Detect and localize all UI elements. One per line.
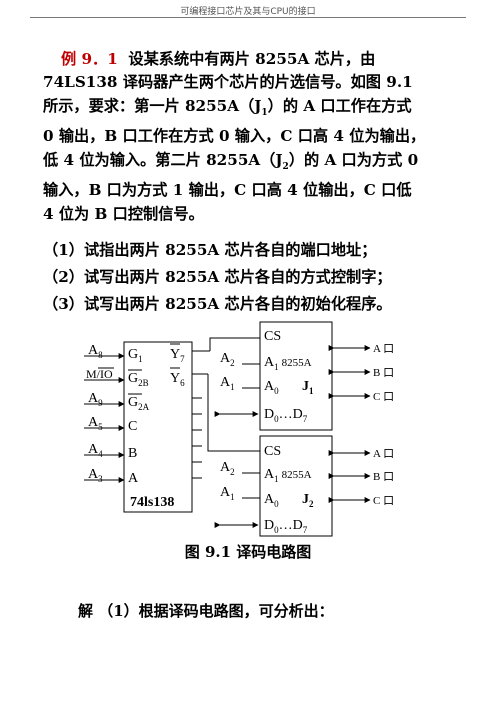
example-line-5b: ）的 A 口为方式 0: [288, 150, 419, 169]
example-line-3a: 所示，要求：第一片 8255A（J: [43, 96, 262, 115]
chip1-id: J1: [302, 379, 314, 396]
example-line-4: 0 输出，B 口工作在方式 0 输入，C 口高 4 位为输出，: [43, 127, 426, 146]
example-line-5a: 低 4 位为输入。第二片 8255A（J: [43, 150, 283, 169]
header-rule: [30, 17, 466, 18]
question-1: （1）试指出两片 8255A 芯片各自的端口地址；: [43, 241, 377, 259]
pin-g2a: G2A: [128, 395, 150, 412]
sig-a3: A3: [88, 467, 103, 484]
chip1-port-c: C 口: [373, 391, 394, 403]
chip1-box: [259, 321, 333, 431]
pin-b: B: [128, 446, 137, 461]
example-line-1: 设某系统中有两片 8255A 芯片，由: [128, 50, 376, 68]
example-line-3b: ）的 A 口工作在方式: [267, 96, 412, 115]
chip1-port-b: B 口: [373, 367, 394, 379]
pin-a: A: [128, 471, 139, 486]
question-3: （3）试写出两片 8255A 芯片各自的初始化程序。: [43, 295, 392, 313]
chip1-cs: CS: [264, 329, 281, 344]
chip2-id: J2: [302, 492, 314, 509]
chip1-ext-a2: A2: [220, 351, 235, 368]
j1-subscript: 1: [261, 107, 268, 118]
pin-y7: Y7: [170, 347, 185, 364]
j2-subscript: 2: [282, 161, 289, 172]
sig-mio: M/IO: [86, 367, 113, 381]
chip2-a0: A0: [264, 492, 279, 509]
chip2-box: [259, 435, 333, 537]
pin-c: C: [128, 419, 137, 434]
chip1-data: D0…D7: [264, 407, 308, 424]
decoder-circuit-diagram: A8 M/IO A9 A5 A4 A3 G1 G2B G2A C B A Y7 …: [84, 321, 394, 537]
chip1-port-a: A 口: [373, 343, 394, 355]
example-line-6: 输入，B 口为方式 1 输出，C 口高 4 位输出，C 口低: [43, 181, 412, 200]
example-line-7: 4 位为 B 口控制信号。: [43, 204, 204, 223]
chip1-ext-a1: A1: [220, 375, 235, 392]
pin-g1: G1: [128, 347, 143, 364]
decoder-name: 74ls138: [130, 495, 174, 510]
chip1-a0: A0: [264, 379, 279, 396]
chip2-port-c: C 口: [373, 495, 394, 507]
chip2-data: D0…D7: [264, 518, 308, 535]
chip2-ext-a2: A2: [220, 460, 235, 477]
page-header: 可编程接口芯片及其与CPU的接口: [180, 7, 316, 17]
chip2-cs: CS: [264, 444, 281, 459]
pin-g2b: G2B: [128, 371, 149, 388]
example-line-2: 74LS138 译码器产生两个芯片的片选信号。如图 9.1: [43, 73, 413, 92]
sig-a5: A5: [88, 415, 103, 432]
example-paragraph: 例 9．1 设某系统中有两片 8255A 芯片，由 74LS138 译码器产生两…: [43, 48, 455, 226]
question-2: （2）试写出两片 8255A 芯片各自的方式控制字；: [43, 268, 392, 286]
sig-a4: A4: [88, 442, 103, 459]
solution-line: 解 （1）根据译码电路图，可分析出：: [78, 602, 334, 620]
sig-a8: A8: [88, 343, 103, 360]
sig-a9: A9: [88, 391, 103, 408]
example-label: 例 9．1: [61, 50, 118, 68]
figure-caption: 图 9.1 译码电路图: [184, 543, 312, 561]
chip2-ext-a1: A1: [220, 485, 235, 502]
chip2-port-a: A 口: [373, 448, 394, 460]
chip2-port-b: B 口: [373, 471, 394, 483]
pin-y6: Y6: [170, 371, 185, 388]
